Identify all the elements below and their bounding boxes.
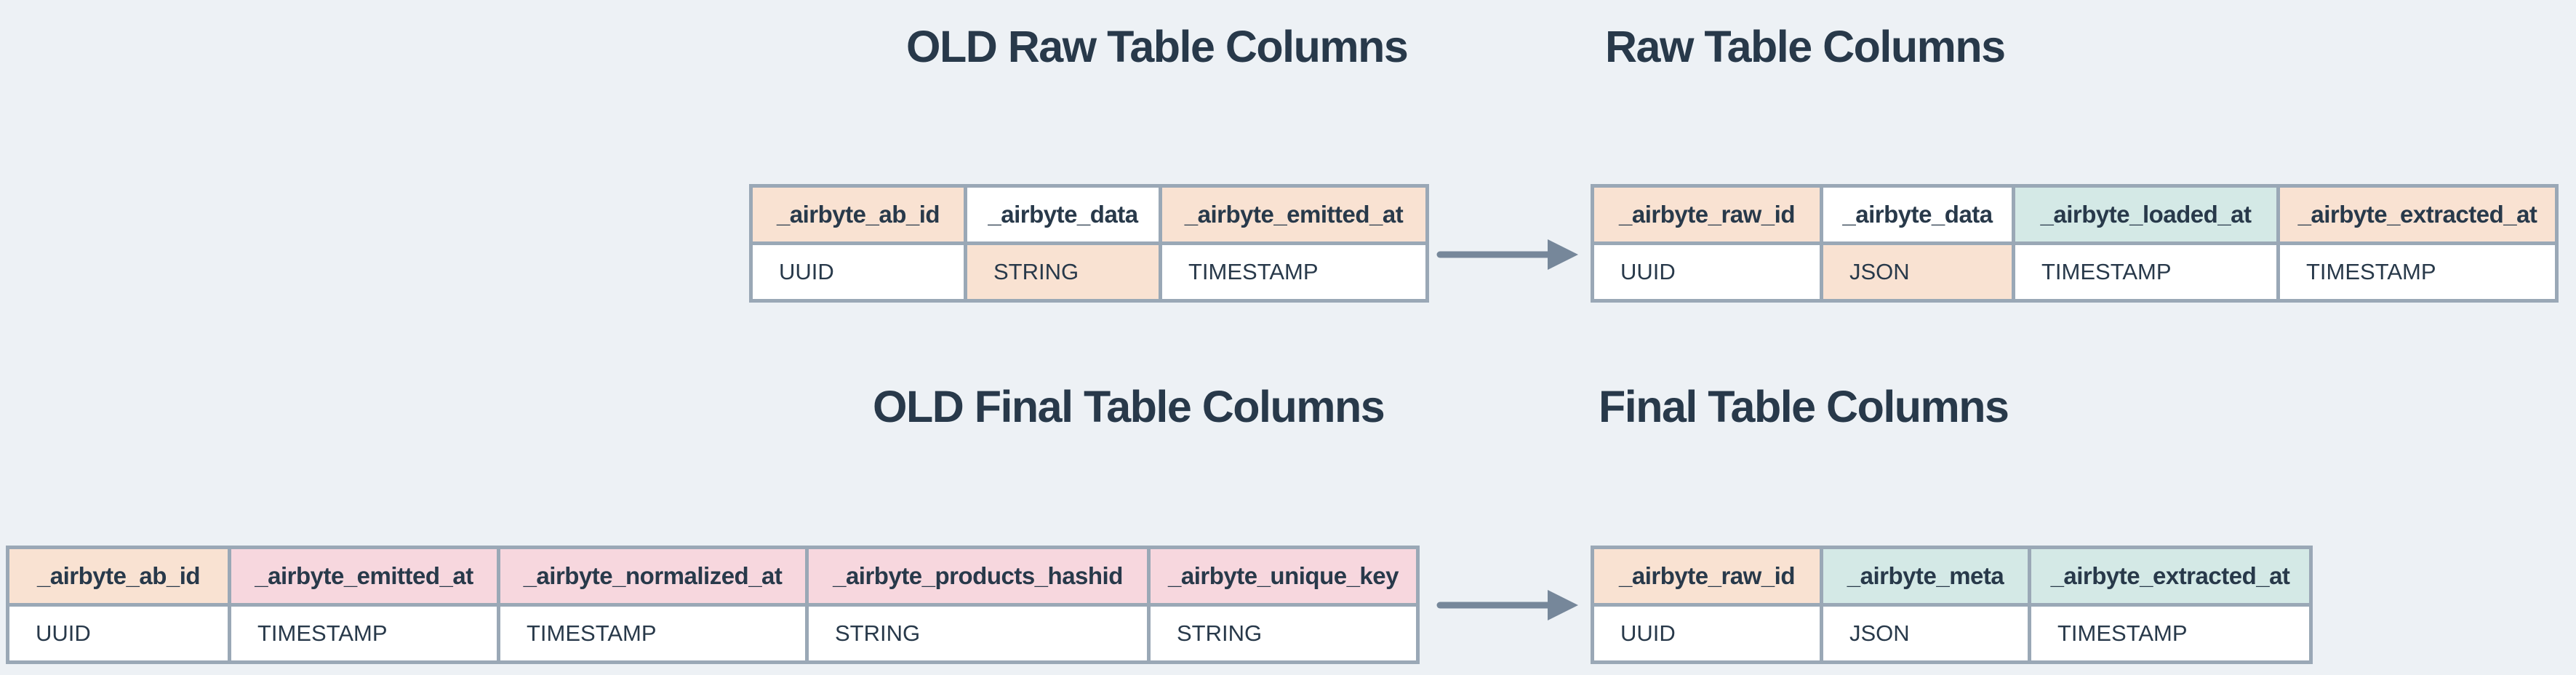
column-name-cell: _airbyte_raw_id xyxy=(1594,549,1820,607)
column-name-cell: _airbyte_extracted_at xyxy=(2280,188,2555,245)
column-name-cell: _airbyte_data xyxy=(1823,188,2012,245)
column-type-cell: UUID xyxy=(753,245,964,299)
arrow-right-icon xyxy=(1436,239,1578,270)
column-type-cell: JSON xyxy=(1823,245,2012,299)
final-table-title: Final Table Columns xyxy=(1599,382,2009,431)
arrow-right-icon xyxy=(1436,590,1578,620)
old-raw-table-title: OLD Raw Table Columns xyxy=(906,22,1409,71)
column-type-cell: STRING xyxy=(967,245,1159,299)
column-type-cell: UUID xyxy=(1594,245,1820,299)
column-name-cell: _airbyte_ab_id xyxy=(753,188,964,245)
column-name-cell: _airbyte_raw_id xyxy=(1594,188,1820,245)
column-name-cell: _airbyte_emitted_at xyxy=(231,549,497,607)
column-type-cell: JSON xyxy=(1823,607,2028,660)
column-name-cell: _airbyte_emitted_at xyxy=(1162,188,1425,245)
column-name-cell: _airbyte_ab_id xyxy=(9,549,228,607)
column-type-cell: TIMESTAMP xyxy=(2280,245,2555,299)
column-name-cell: _airbyte_products_hashid xyxy=(809,549,1147,607)
column-type-cell: TIMESTAMP xyxy=(231,607,497,660)
column-name-cell: _airbyte_data xyxy=(967,188,1159,245)
column-name-cell: _airbyte_extracted_at xyxy=(2031,549,2309,607)
column-name-cell: _airbyte_meta xyxy=(1823,549,2028,607)
column-type-cell: UUID xyxy=(1594,607,1820,660)
column-type-cell: STRING xyxy=(1151,607,1416,660)
old-final-table-title: OLD Final Table Columns xyxy=(873,382,1385,431)
column-type-cell: TIMESTAMP xyxy=(2015,245,2276,299)
column-name-cell: _airbyte_unique_key xyxy=(1151,549,1416,607)
column-name-cell: _airbyte_loaded_at xyxy=(2015,188,2276,245)
column-type-cell: TIMESTAMP xyxy=(2031,607,2309,660)
column-name-cell: _airbyte_normalized_at xyxy=(500,549,805,607)
column-type-cell: UUID xyxy=(9,607,228,660)
column-type-cell: TIMESTAMP xyxy=(500,607,805,660)
column-type-cell: STRING xyxy=(809,607,1147,660)
column-type-cell: TIMESTAMP xyxy=(1162,245,1425,299)
raw-table-title: Raw Table Columns xyxy=(1605,22,2006,71)
